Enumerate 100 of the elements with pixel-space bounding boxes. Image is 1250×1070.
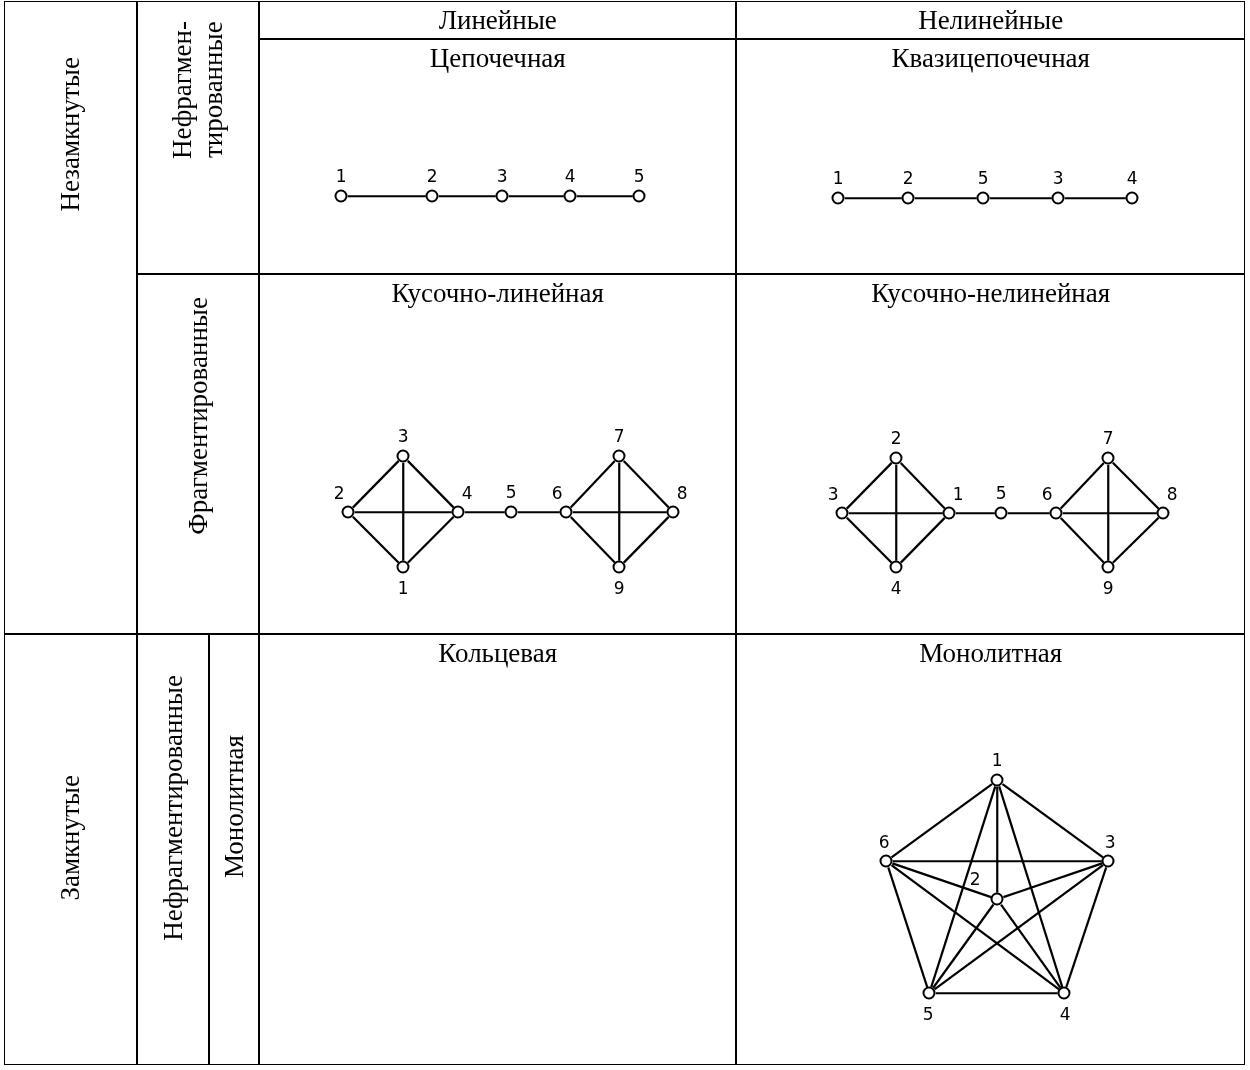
row-heading: Нефрагмен- тированные: [167, 19, 230, 161]
graph-edge: [1064, 197, 1126, 200]
vertex-number: 4: [890, 579, 902, 597]
vertex-number: 9: [613, 579, 625, 597]
vertex-number: 3: [397, 427, 409, 445]
vertex-circle: [504, 505, 518, 519]
graph-edge: [1003, 862, 1103, 899]
vertex-circle: [831, 191, 845, 205]
graph-edge: [955, 512, 995, 515]
vertex-number: 3: [1052, 169, 1064, 187]
vertex-circle: [922, 986, 936, 1000]
row-heading: Нефрагментированные: [157, 675, 189, 941]
vertex-circle: [1051, 191, 1065, 205]
graph-edge: [623, 516, 670, 564]
vertex-circle: [563, 189, 577, 203]
vertex-number: 6: [1041, 485, 1053, 503]
vertex-circle: [1101, 854, 1115, 868]
vertex-circle: [1057, 986, 1071, 1000]
cell-heading: Линейные: [438, 5, 557, 37]
vertex-number: 6: [551, 484, 563, 502]
vertex-circle: [976, 191, 990, 205]
vertex-circle: [425, 189, 439, 203]
vertex-number: 7: [1102, 429, 1114, 447]
graph-edge: [899, 462, 946, 510]
cell-heading: Цепочечная: [429, 43, 566, 75]
vertex-number: 2: [902, 169, 914, 187]
vertex-circle: [495, 189, 509, 203]
vertex-number: 1: [991, 751, 1003, 769]
vertex-circle: [994, 506, 1008, 520]
vertex-number: 3: [496, 167, 508, 185]
vertex-number: 4: [1126, 169, 1138, 187]
vertex-circle: [334, 189, 348, 203]
table-cell: [209, 634, 260, 1066]
vertex-number: 5: [505, 483, 517, 501]
graph-edge: [1107, 464, 1110, 561]
vertex-number: 9: [1102, 579, 1114, 597]
cell-heading: Кольцевая: [438, 638, 558, 670]
graph-edge: [848, 512, 943, 515]
table-cell: [4, 634, 138, 1066]
vertex-number: 5: [633, 167, 645, 185]
vertex-circle: [559, 505, 573, 519]
graph-edge: [576, 195, 633, 198]
vertex-circle: [451, 505, 465, 519]
graph-edge: [846, 517, 893, 564]
graph-edge: [1059, 462, 1105, 510]
vertex-number: 1: [832, 169, 844, 187]
vertex-circle: [396, 560, 410, 574]
graph-edge: [572, 511, 667, 514]
graph-edge: [900, 517, 946, 564]
vertex-circle: [666, 505, 680, 519]
graph-edge: [1059, 517, 1105, 564]
graph-edge: [464, 511, 505, 514]
graph-edge: [618, 462, 621, 561]
vertex-number: 6: [878, 833, 890, 851]
row-heading: Незамкнутые: [55, 57, 87, 212]
vertex-number: 4: [564, 167, 576, 185]
table-cell: [259, 274, 737, 635]
graph-edge: [1112, 517, 1160, 564]
vertex-circle: [889, 451, 903, 465]
vertex-circle: [942, 506, 956, 520]
graph-edge: [347, 195, 426, 198]
graph-edge: [1112, 462, 1160, 510]
vertex-circle: [879, 854, 893, 868]
graph-edge: [438, 195, 496, 198]
graph-edge: [517, 511, 560, 514]
vertex-circle: [1101, 451, 1115, 465]
vertex-circle: [632, 189, 646, 203]
graph-edge: [998, 786, 1064, 988]
vertex-number: 2: [333, 484, 345, 502]
graph-edge: [887, 867, 929, 988]
vertex-number: 8: [676, 484, 688, 502]
table-cell: [736, 274, 1246, 635]
vertex-circle: [901, 191, 915, 205]
graph-edge: [892, 862, 992, 899]
cell-heading: Кусочно-линейная: [391, 278, 604, 310]
graph-edge: [914, 197, 977, 200]
table-cell: [259, 1, 737, 40]
vertex-circle: [1125, 191, 1139, 205]
table-cell: [259, 39, 737, 275]
graph-edge: [402, 462, 405, 561]
vertex-circle: [835, 506, 849, 520]
graph-edge: [933, 864, 1104, 991]
graph-edge: [895, 464, 898, 561]
row-heading: Монолитная: [218, 735, 250, 879]
table-cell: [137, 274, 260, 635]
vertex-number: 1: [397, 579, 409, 597]
row-heading: Фрагментированные: [182, 297, 214, 535]
vertex-circle: [1049, 506, 1063, 520]
vertex-circle: [889, 560, 903, 574]
graph-edge: [352, 516, 400, 564]
vertex-number: 5: [977, 169, 989, 187]
graph-edge: [1000, 903, 1062, 989]
graph-edge: [846, 462, 893, 510]
graph-edge: [622, 460, 670, 509]
vertex-number: 4: [1059, 1005, 1071, 1023]
vertex-circle: [1101, 560, 1115, 574]
graph-edge: [892, 860, 1102, 863]
graph-edge: [407, 516, 455, 564]
table-cell: [736, 634, 1246, 1066]
graph-edge: [844, 197, 902, 200]
